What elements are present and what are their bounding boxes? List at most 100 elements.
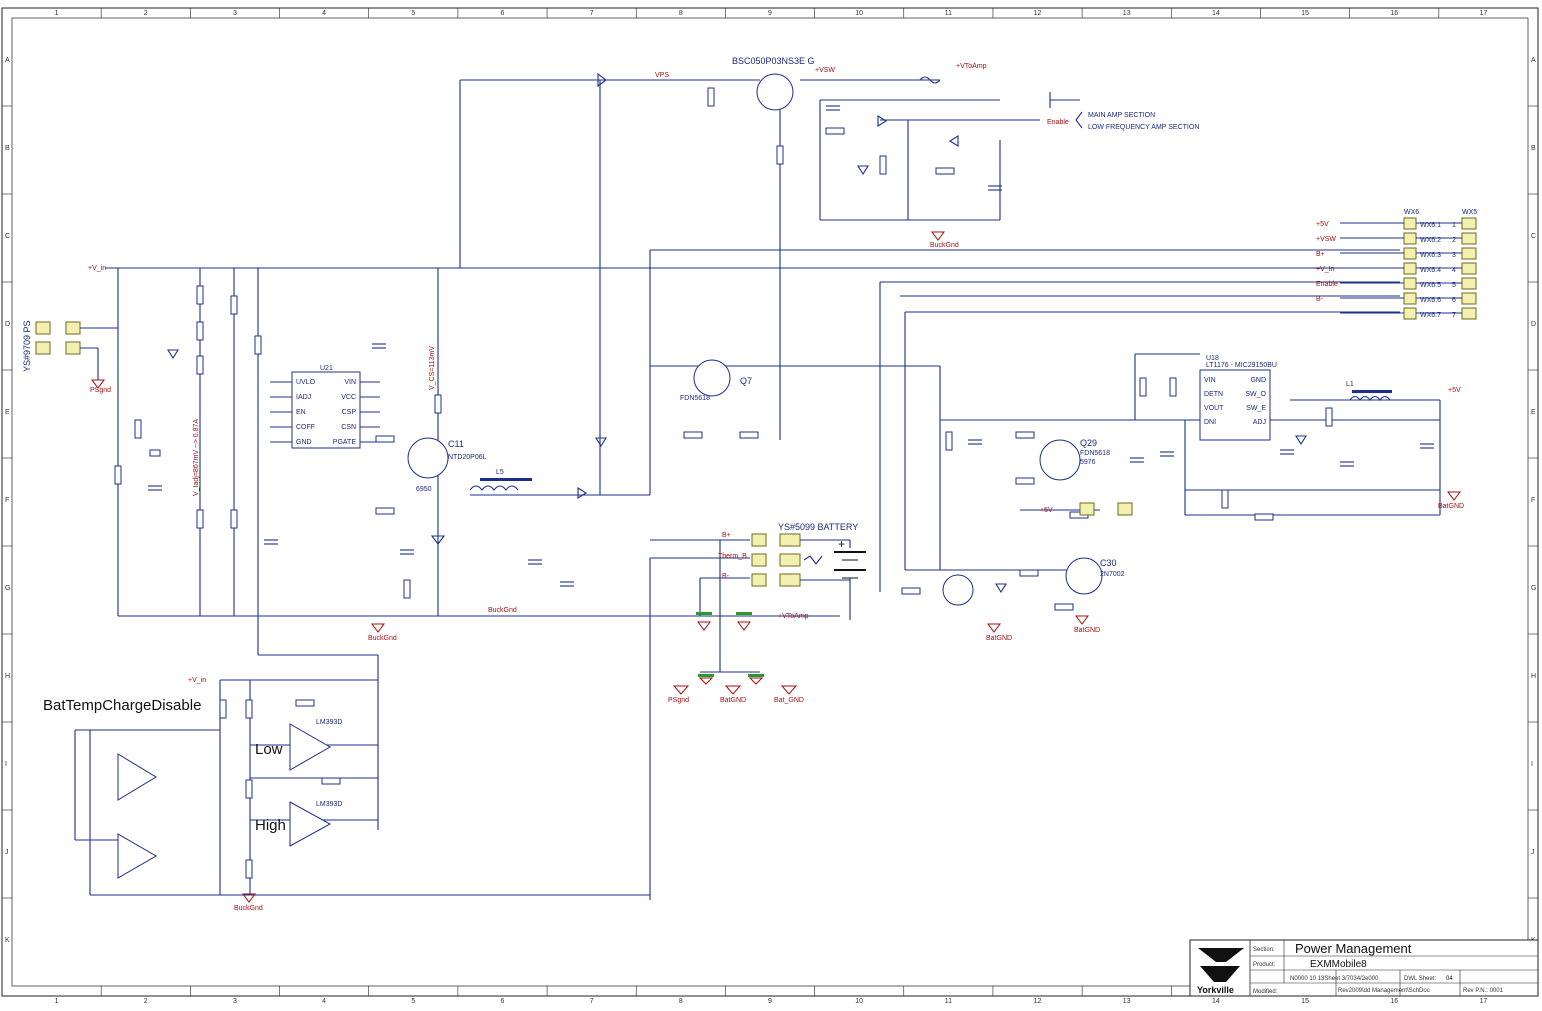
wx-pin-number: 3 — [1452, 252, 1456, 259]
u21-pin-label: CSP — [342, 409, 357, 416]
q-top-label: BSC050P03NS3E G — [732, 56, 815, 66]
wx6-pin-label: WX6.3 — [1420, 252, 1441, 259]
u18-pin-label: SW_O — [1245, 391, 1266, 398]
company-name: Yorkville — [1197, 985, 1234, 995]
batt-pin-3 — [751, 573, 767, 587]
c30-label: C30 — [1100, 558, 1117, 568]
net-vin: +V_in — [88, 265, 106, 272]
grid-row-label: K — [5, 937, 10, 944]
net-5v-right: +5V — [1448, 387, 1461, 394]
grid-col-label: 9 — [768, 998, 772, 1005]
wx5-pin — [1461, 232, 1477, 245]
grid-col-label: 14 — [1212, 10, 1220, 17]
q7-part: FDN5618 — [680, 395, 710, 402]
grid-col-label: 11 — [945, 998, 952, 1005]
grid-row-label: H — [5, 673, 10, 680]
comparator-low — [289, 723, 332, 771]
sheet-border — [1, 7, 1539, 997]
grid-col-label: 5 — [411, 998, 415, 1005]
capacitors — [148, 105, 1434, 587]
grid-col-label: 13 — [1123, 998, 1131, 1005]
net-5v-mid: +5V — [1040, 507, 1053, 514]
grid-row-label: B — [1531, 145, 1536, 152]
grid-row-label: J — [5, 849, 9, 856]
wx6-pin — [1403, 307, 1417, 320]
wx-net-label: B- — [1316, 296, 1324, 303]
modified-caption: Modified: — [1253, 989, 1278, 995]
l1-inductor — [1349, 395, 1391, 401]
net-vtoamp-top: +VToAmp — [956, 63, 987, 70]
lm-high-label: LM393D — [316, 801, 342, 808]
grid-row-label: J — [1531, 849, 1535, 856]
wx-net-label: +V_In — [1316, 266, 1335, 273]
q7-label: Q7 — [740, 376, 752, 386]
svg-text:+: + — [838, 537, 845, 551]
c30-mosfet — [1065, 557, 1103, 595]
grid-row-label: F — [5, 497, 9, 504]
net-vin-lower: +V_in — [188, 677, 206, 684]
grid-col-label: 12 — [1034, 998, 1042, 1005]
net-psgnd-bottom: PSgnd — [668, 697, 689, 704]
net-vsw: +VSW — [815, 67, 835, 74]
net-buckgnd-top: BuckGnd — [930, 242, 959, 249]
batgnd-mid-symbol — [987, 623, 1001, 633]
grid-col-label: 16 — [1390, 998, 1398, 1005]
l5-core — [480, 478, 532, 481]
q29-part: FDN5618 — [1080, 450, 1110, 457]
conn-5v-a — [1079, 502, 1095, 516]
q29-code: 5976 — [1080, 459, 1096, 466]
grid-col-label: 10 — [855, 10, 863, 17]
grid-labels: 1122334455667788991010111112121313141415… — [2, 8, 1538, 1005]
wx6-pin — [1403, 232, 1417, 245]
rev-value: Rev P.N.: 0001 — [1463, 988, 1504, 994]
wx6-pin-label: WX6.2 — [1420, 237, 1441, 244]
passives — [114, 87, 1333, 879]
grid-col-label: 2 — [144, 10, 148, 17]
grid-col-label: 1 — [55, 998, 59, 1005]
wx5-pin — [1461, 277, 1477, 290]
section-caption: Section: — [1253, 947, 1275, 953]
lm-low-label: LM393D — [316, 719, 342, 726]
grid-row-label: G — [1531, 585, 1536, 592]
grid-row-label: I — [1531, 761, 1533, 768]
u21-pin-label: GND — [296, 439, 312, 446]
grid-row-label: D — [1531, 321, 1536, 328]
wx-pin-number: 7 — [1452, 312, 1456, 319]
wx5-pin — [1461, 217, 1477, 230]
u21-pin-label: COFF — [296, 424, 315, 431]
u18-ref: U18 — [1206, 355, 1219, 362]
grid-col-label: 4 — [322, 10, 326, 17]
vdd-annotation: V_Iadj=867mV --> 0.87A — [193, 419, 200, 496]
product-caption: Product: — [1253, 962, 1276, 968]
net-vps: VPS — [655, 72, 669, 79]
q35-transistor — [942, 574, 974, 606]
wx6-pin-label: WX6.5 — [1420, 282, 1441, 289]
low-label: Low — [255, 741, 283, 758]
psgnd-symbol — [91, 379, 105, 389]
net-vtoamp-bottom: +VToAmp — [778, 613, 809, 620]
grid-col-label: 2 — [144, 998, 148, 1005]
grid-row-label: E — [5, 409, 10, 416]
wx6-pin-label: WX6.1 — [1420, 222, 1441, 229]
grid-col-label: 17 — [1480, 998, 1488, 1005]
comparator-high — [289, 801, 332, 847]
grid-row-label: A — [1531, 57, 1536, 64]
wx-pin-number: 1 — [1452, 222, 1456, 229]
batt-socket-1 — [779, 533, 801, 547]
net-buckgnd-left: BuckGnd — [368, 635, 397, 642]
grid-row-label: E — [1531, 409, 1536, 416]
ps-connector — [35, 321, 118, 380]
u18-pin-label: GND — [1250, 377, 1266, 384]
diodes — [167, 72, 1307, 594]
c11-code: 6950 — [416, 486, 432, 493]
high-label: High — [255, 817, 286, 834]
u21-pin-label: EN — [296, 409, 306, 416]
product-name: EXMMobile8 — [1310, 959, 1367, 970]
grid-col-label: 12 — [1034, 10, 1042, 17]
grid-row-label: A — [5, 57, 10, 64]
wx6-pin-label: WX6.4 — [1420, 267, 1441, 274]
wx6-pin — [1403, 262, 1417, 275]
wx6-pin — [1403, 247, 1417, 260]
